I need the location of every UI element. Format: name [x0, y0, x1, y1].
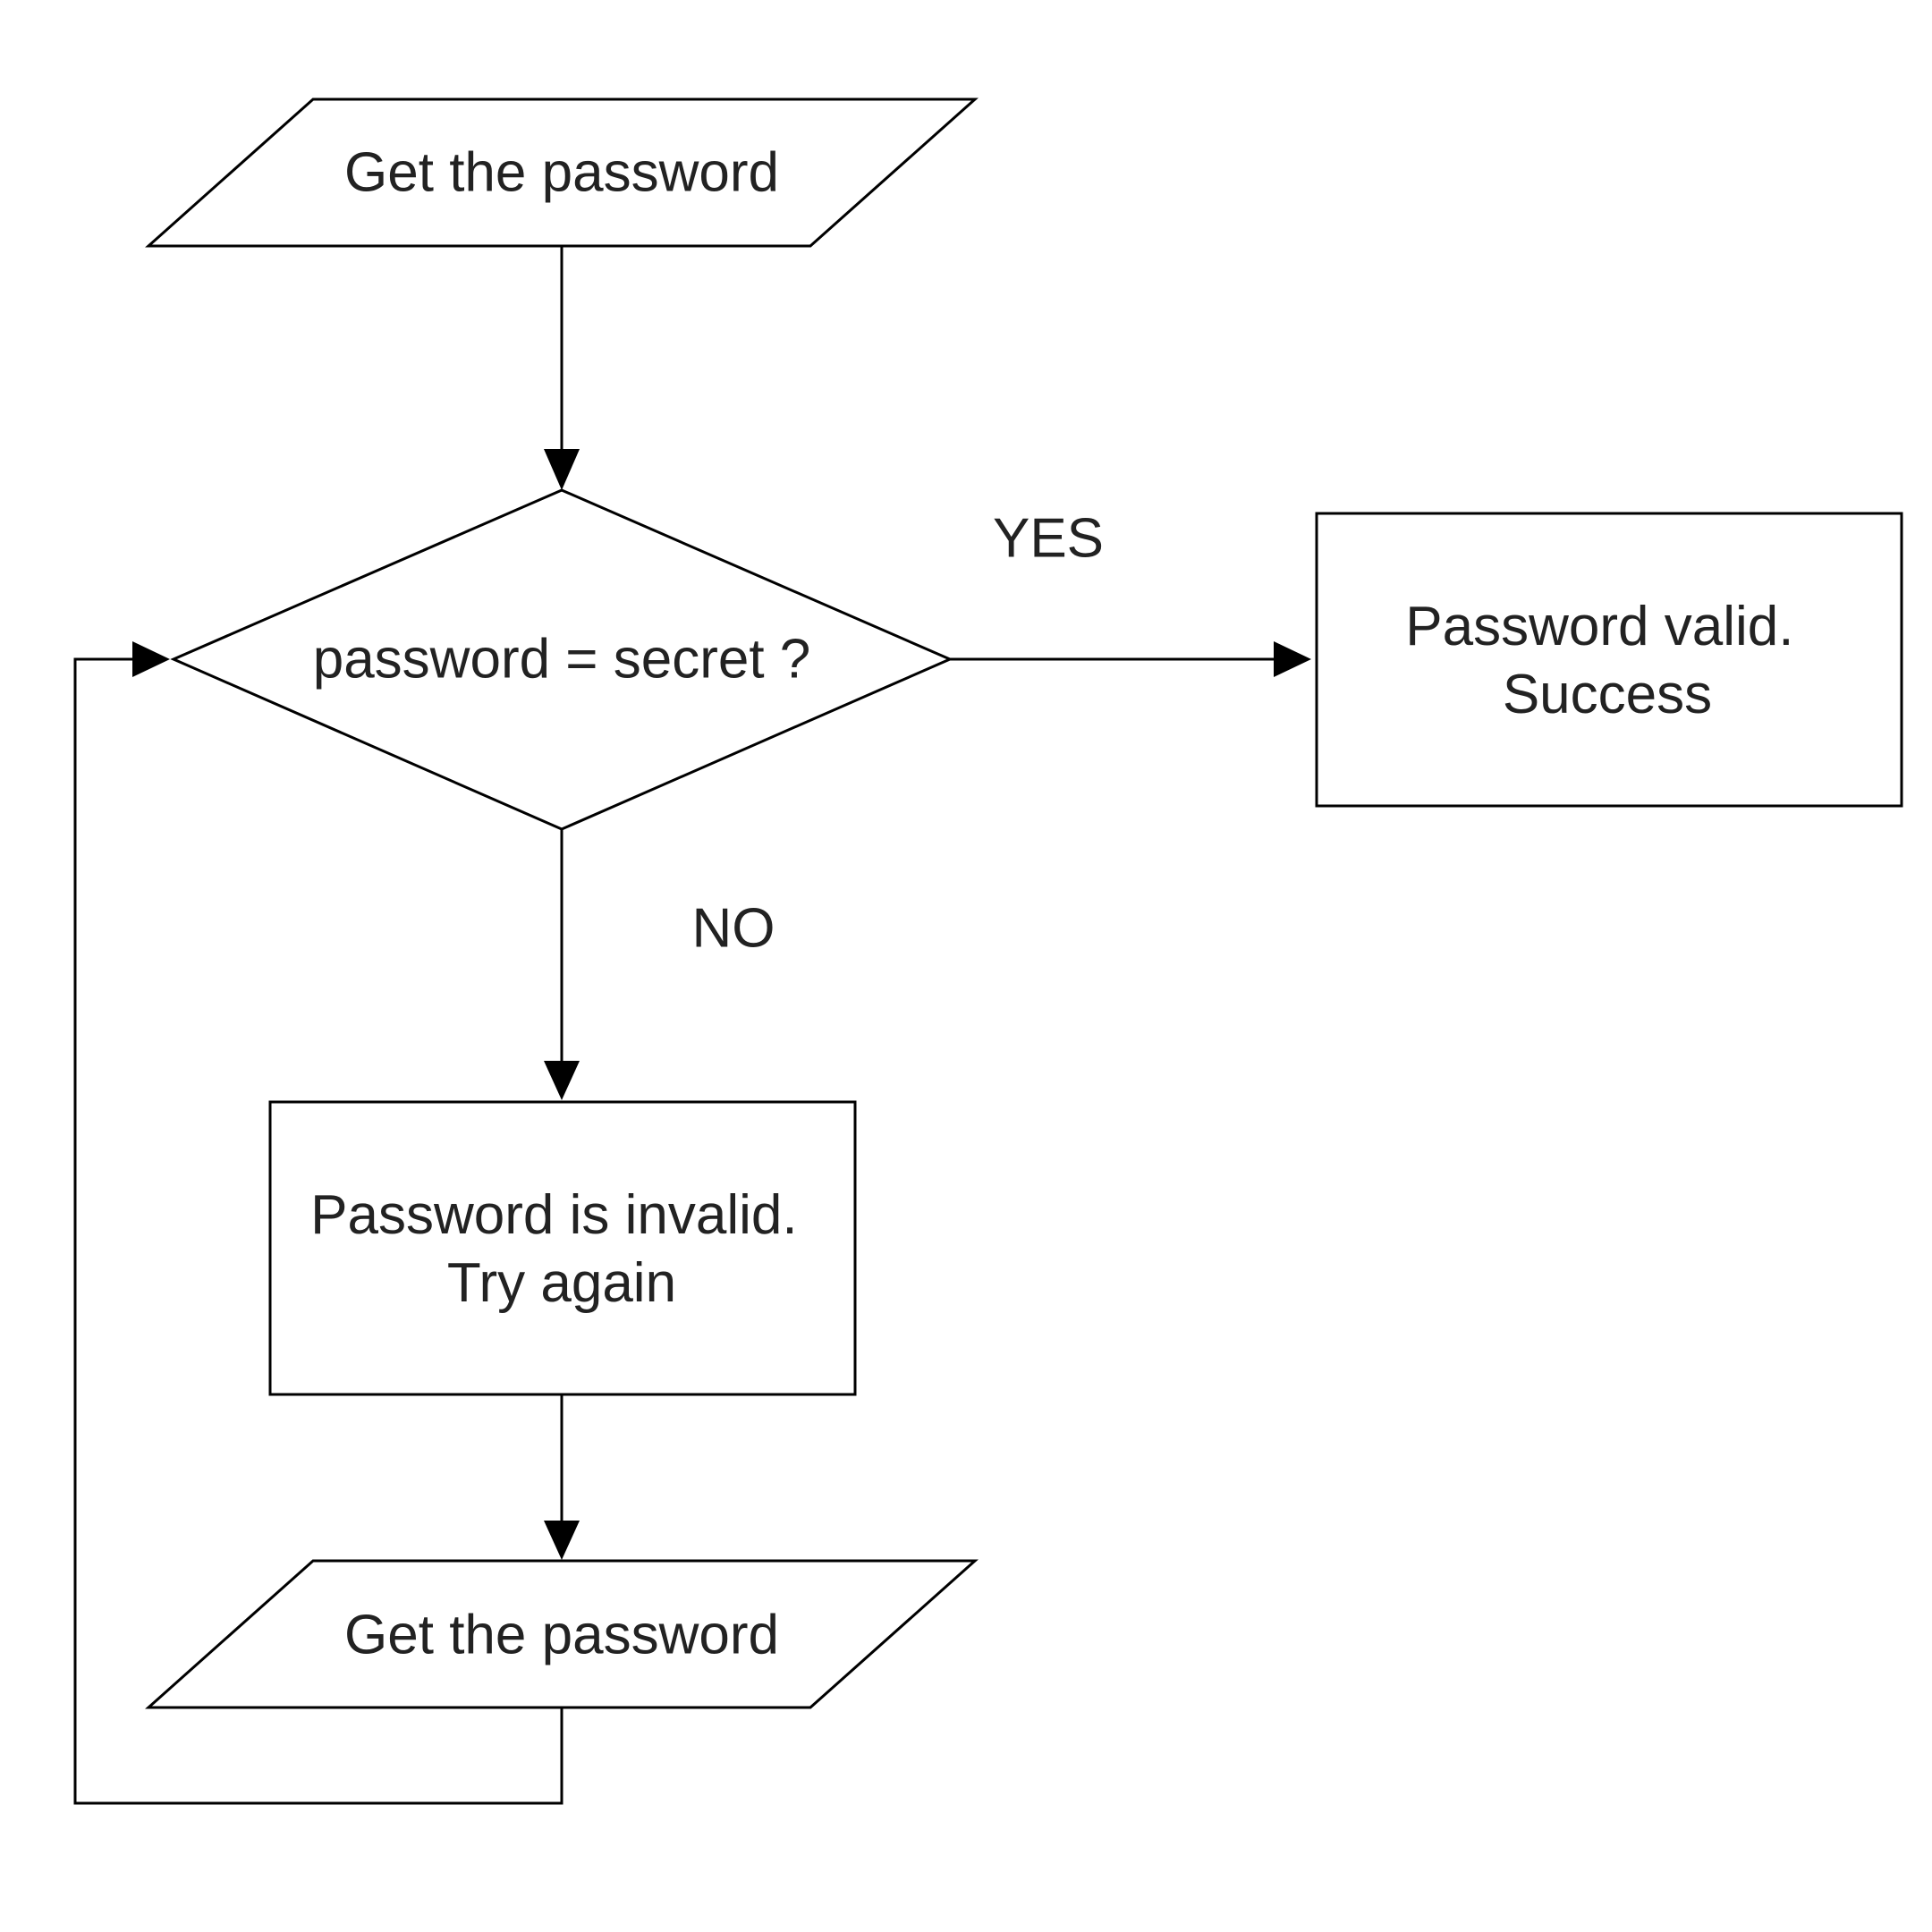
arrowhead-decision-to-success — [1274, 641, 1311, 677]
node-invalid: Password is invalid. Try again — [268, 1100, 857, 1396]
edge-label-yes: YES — [993, 508, 1104, 570]
invalid-label-line-1: Password is invalid. — [310, 1184, 797, 1246]
arrowhead-loop-back — [132, 641, 170, 677]
invalid-label-line-2: Try again — [447, 1252, 676, 1314]
invalid-label: Password is invalid. Try again — [310, 1184, 813, 1314]
edges — [73, 246, 1311, 1805]
node-input-bottom: Get the password — [145, 1559, 979, 1709]
diamond-shape — [170, 488, 953, 831]
arrowhead-invalid-to-input — [544, 1521, 580, 1560]
decision-label: password = secret ? — [313, 629, 811, 691]
input-bottom-label: Get the password — [344, 1605, 779, 1666]
arrowhead-input-to-decision — [544, 449, 580, 490]
success-label: Password valid. Success — [1405, 596, 1809, 725]
arrowhead-decision-to-invalid — [544, 1061, 580, 1100]
edge-loop-back — [73, 657, 564, 1805]
node-input-top: Get the password — [145, 97, 979, 248]
parallelogram-shape — [145, 1559, 979, 1709]
parallelogram-shape — [145, 97, 979, 248]
rectangle-shape — [268, 1100, 857, 1396]
success-label-line-1: Password valid. — [1405, 596, 1793, 657]
edge-label-no: NO — [692, 898, 775, 960]
success-label-line-2: Success — [1503, 664, 1712, 725]
node-success: Password valid. Success — [1315, 512, 1903, 808]
node-decision: password = secret ? — [170, 488, 953, 831]
rectangle-shape — [1315, 512, 1903, 808]
input-top-label: Get the password — [344, 142, 779, 204]
